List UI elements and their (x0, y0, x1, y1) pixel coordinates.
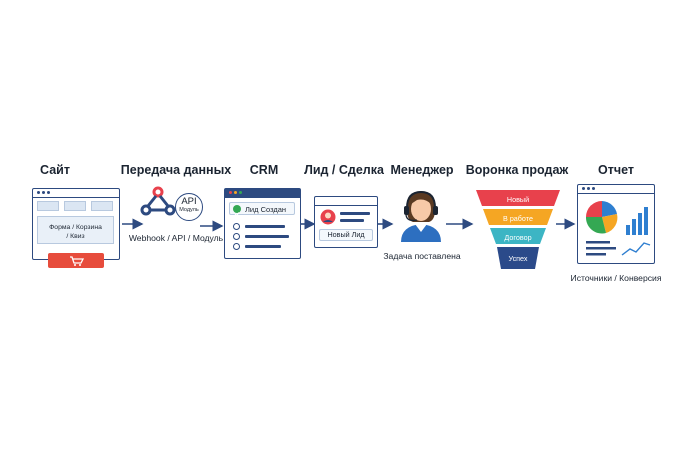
cart-icon (70, 256, 85, 266)
bullet-icon (233, 233, 240, 240)
site-block (64, 201, 86, 211)
api-label: API (181, 196, 197, 207)
bullet-icon (233, 223, 240, 230)
step-title-crm: CRM (249, 163, 279, 177)
step-title-site: Сайт (40, 163, 70, 177)
sales-funnel (476, 190, 560, 269)
crm-status-label: Лид Создан (245, 205, 287, 214)
report-charts (585, 201, 651, 256)
webhook-icon (140, 186, 176, 216)
bullet-icon (233, 243, 240, 250)
funnel-stage-success (497, 247, 539, 269)
step-title-lead: Лид / Сделка (304, 163, 384, 177)
lead-card-bar (315, 197, 377, 206)
step-title-manager: Менеджер (390, 163, 454, 177)
funnel-stage-contract (490, 228, 546, 244)
funnel-stage-new (476, 190, 560, 206)
site-window-bar (33, 189, 119, 198)
module-label: Модуль (179, 207, 199, 213)
lead-card: Новый Лид (314, 196, 378, 248)
crm-status-row: Лид Создан (229, 202, 295, 217)
manager-caption: Задача поставлена (383, 251, 461, 261)
new-lead-badge: Новый Лид (319, 229, 373, 241)
site-block (37, 201, 59, 211)
funnel-label-in-progress: В работе (503, 214, 533, 223)
api-module-badge: API Модуль (175, 193, 203, 221)
funnel-label-success: Успех (508, 254, 528, 263)
site-block (91, 201, 113, 211)
trend-line-icon (621, 242, 651, 256)
step-title-transfer: Передача данных (120, 163, 232, 177)
report-window-bar (578, 185, 654, 194)
bar-chart-icon (626, 207, 648, 235)
site-form-label-2: / Квиз (66, 233, 85, 240)
site-form-box: Форма / Корзина / Квиз (37, 216, 114, 244)
cart-button[interactable] (48, 253, 104, 268)
avatar-icon (320, 209, 336, 225)
pie-chart-icon (585, 201, 618, 234)
funnel-label-new: Новый (506, 195, 530, 204)
transfer-caption: Webhook / API / Модуль (128, 233, 224, 243)
manager-headset-icon (401, 190, 441, 242)
step-title-funnel: Воронка продаж (465, 163, 569, 177)
site-form-label-1: Форма / Корзина (49, 224, 102, 231)
report-caption: Источники / Конверсия (570, 273, 662, 283)
funnel-stage-in-progress (483, 209, 553, 225)
crm-window: Лид Создан (224, 188, 301, 259)
funnel-label-contract: Договор (504, 233, 532, 242)
report-window (577, 184, 655, 264)
step-title-report: Отчет (597, 163, 635, 177)
check-icon (233, 205, 241, 217)
site-window: Форма / Корзина / Квиз (32, 188, 120, 260)
crm-window-bar (225, 189, 300, 198)
